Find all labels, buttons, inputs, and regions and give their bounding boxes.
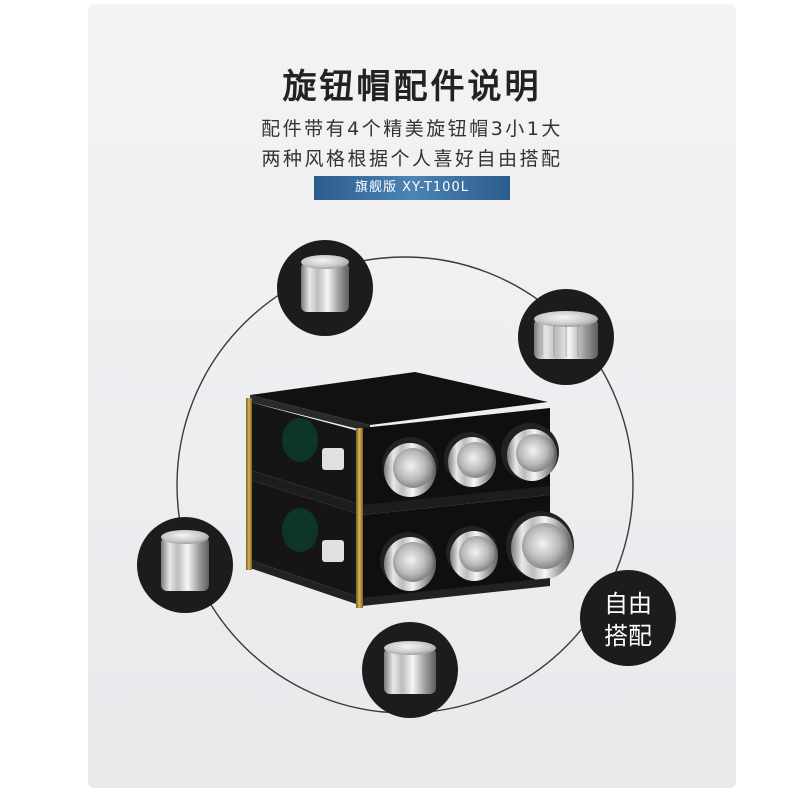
knob-cap-circle-left [137, 517, 233, 613]
knob-cap-circle-right [518, 289, 614, 385]
page-title: 旋钮帽配件说明 [282, 67, 542, 107]
callout-line-1: 自由 [604, 590, 652, 618]
upper-knob-volume [501, 423, 559, 481]
upper-knob-bass [444, 432, 496, 487]
gold-post-left [246, 398, 252, 570]
edition-badge: 旗舰版 XY-T100L [314, 176, 510, 200]
free-match-callout: 自由 搭配 [580, 570, 676, 666]
subtitle-line-2: 两种风格根据个人喜好自由搭配 [261, 148, 563, 170]
device-top-lid [250, 372, 548, 425]
lower-knob-volume [506, 511, 574, 580]
knob-cap-circle-bottom [362, 622, 458, 718]
subtitle-line-1: 配件带有4个精美旋钮帽3小1大 [261, 118, 563, 140]
lower-knob-bass [446, 526, 498, 581]
callout-line-2: 搭配 [604, 622, 652, 650]
knob-cap-circle-top [277, 240, 373, 336]
upper-knob-treble [382, 437, 438, 497]
gold-post-front [356, 428, 363, 608]
amplifier-device [246, 372, 574, 608]
lower-knob-treble [380, 532, 436, 591]
